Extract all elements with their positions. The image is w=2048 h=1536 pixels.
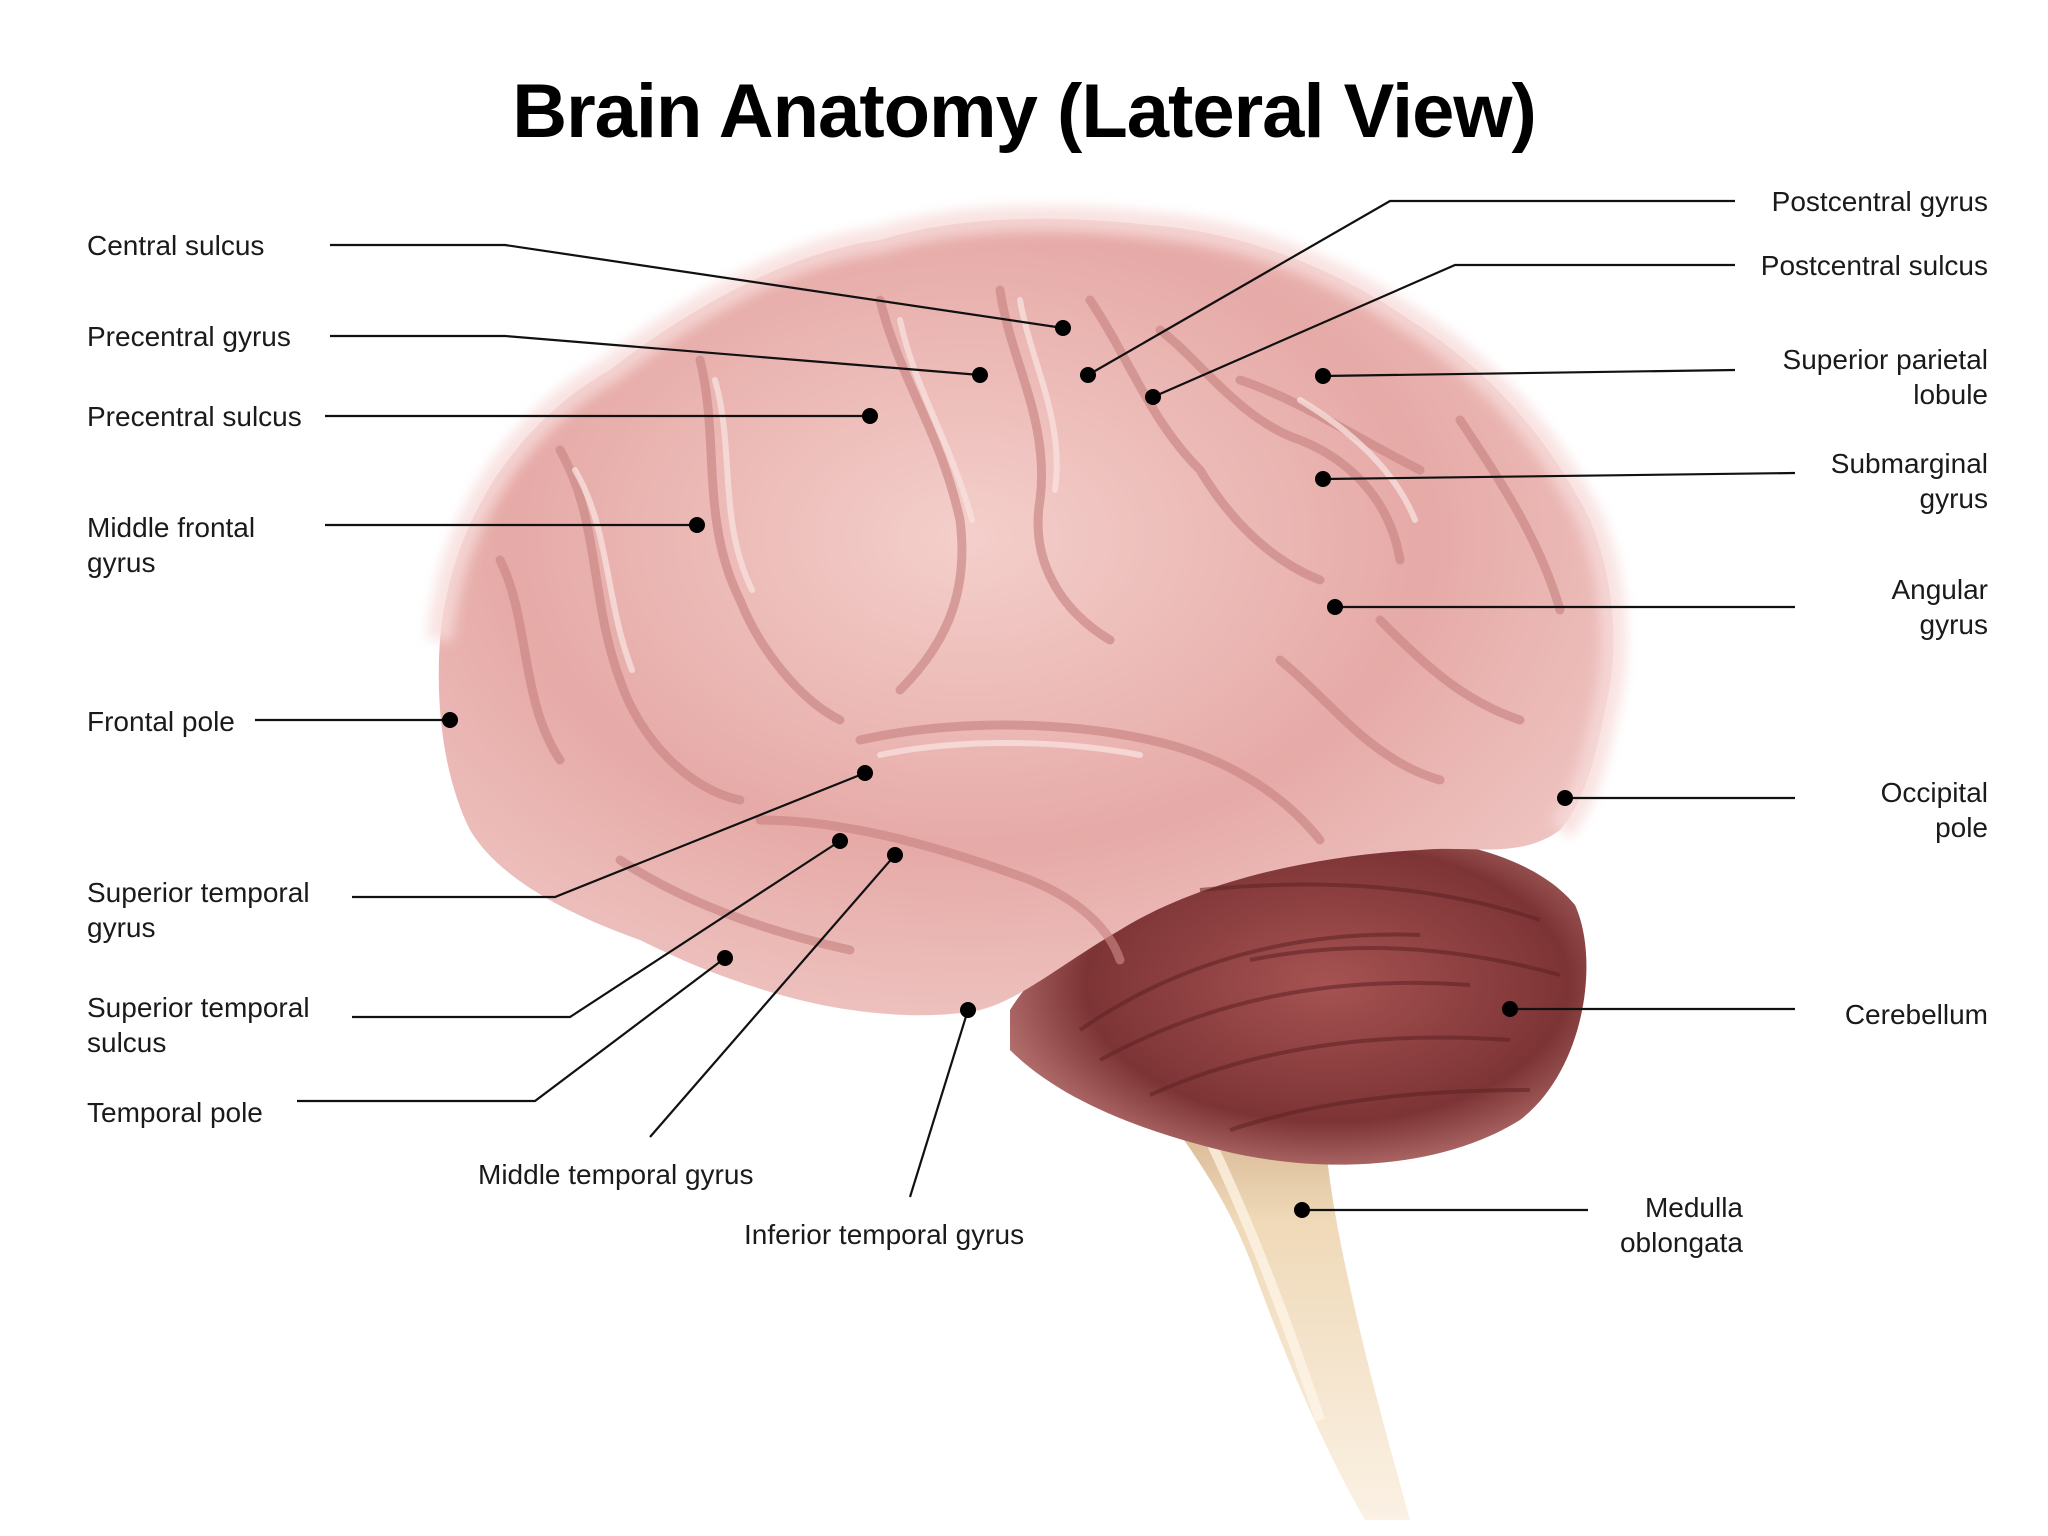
anchor-dot-middle-temporal-gyrus: [887, 847, 903, 863]
anchor-dot-submarginal-gyrus: [1315, 471, 1331, 487]
label-central-sulcus: Central sulcus: [87, 230, 265, 261]
leader-line-postcentral-gyrus: [1087, 199, 1735, 376]
leader-lines: [255, 199, 1796, 1212]
anchor-dot-postcentral-gyrus: [1080, 367, 1096, 383]
anchor-dot-temporal-pole: [717, 950, 733, 966]
anchor-dot-cerebellum: [1502, 1001, 1518, 1017]
anchor-dot-occipital-pole: [1557, 790, 1573, 806]
leader-line-superior-temporal-gyrus: [352, 771, 866, 899]
cortex-glow: [427, 205, 1627, 839]
anchor-dot-angular-gyrus: [1327, 599, 1343, 615]
label-temporal-pole: Temporal pole: [87, 1097, 263, 1128]
cerebellum-shape: [1010, 835, 1587, 1165]
anchor-dot-inferior-temporal-gyrus: [960, 1002, 976, 1018]
anchor-dot-middle-frontal-gyrus: [689, 517, 705, 533]
label-postcentral-sulcus: Postcentral sulcus: [1760, 250, 1988, 281]
anchor-dot-medulla-oblongata: [1294, 1202, 1310, 1218]
cerebellum-folia: [1078, 882, 1561, 1132]
label-cerebellum: Cerebellum: [1844, 999, 1988, 1030]
anchor-dot-precentral-gyrus: [972, 367, 988, 383]
label-precentral-sulcus: Precentral sulcus: [87, 401, 302, 432]
label-precentral-gyrus: Precentral gyrus: [87, 321, 291, 352]
leader-line-postcentral-sulcus: [1152, 263, 1735, 399]
anchor-dot-central-sulcus: [1055, 320, 1071, 336]
anchor-dots: [442, 320, 1573, 1218]
gyri-folds: [495, 285, 1565, 965]
anchor-dot-precentral-sulcus: [862, 408, 878, 424]
label-postcentral-gyrus: Postcentral gyrus: [1771, 186, 1988, 217]
anchor-dot-superior-parietal-lobule: [1315, 368, 1331, 384]
label-inferior-temporal-gyrus: Inferior temporal gyrus: [744, 1219, 1025, 1250]
anchor-dot-postcentral-sulcus: [1145, 389, 1161, 405]
leader-line-submarginal-gyrus: [1322, 471, 1796, 481]
leader-line-inferior-temporal-gyrus: [908, 1009, 970, 1198]
leader-line-temporal-pole: [297, 957, 726, 1103]
diagram-title: Brain Anatomy (Lateral View): [512, 69, 1537, 154]
label-middle-temporal-gyrus: Middle temporal gyrus: [478, 1159, 754, 1190]
leader-line-superior-temporal-sulcus: [352, 840, 841, 1019]
leader-line-middle-temporal-gyrus: [649, 854, 896, 1138]
anchor-dot-superior-temporal-gyrus: [857, 765, 873, 781]
anchor-dot-superior-temporal-sulcus: [832, 833, 848, 849]
leader-line-central-sulcus: [330, 243, 1064, 330]
brainstem-highlight: [1195, 1117, 1325, 1422]
anchor-dot-frontal-pole: [442, 712, 458, 728]
label-frontal-pole: Frontal pole: [87, 706, 235, 737]
leader-line-superior-parietal-lobule: [1322, 368, 1736, 378]
leader-line-precentral-gyrus: [330, 334, 981, 377]
